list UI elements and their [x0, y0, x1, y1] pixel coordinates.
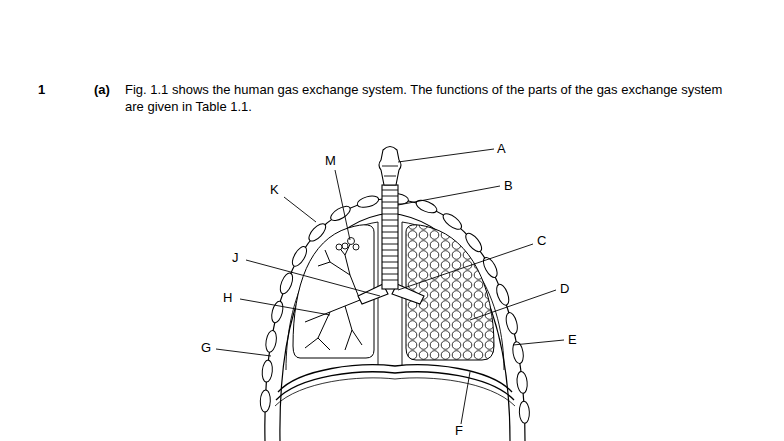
trachea-ring [382, 250, 398, 251]
rib [519, 401, 530, 423]
callout-letter: A [497, 140, 506, 157]
callout-letter: G [201, 339, 211, 356]
callout-letter: M [325, 152, 336, 169]
bronchioles [305, 240, 362, 350]
trachea-ring [382, 274, 398, 275]
rib [356, 194, 380, 209]
trachea-rings [382, 190, 398, 280]
callout-letter: J [232, 249, 239, 266]
trachea-ring [382, 268, 398, 269]
question-text: Fig. 1.1 shows the human gas exchange sy… [125, 81, 725, 115]
callout-letter: F [455, 422, 463, 439]
trachea-ring [382, 208, 398, 209]
rib [264, 330, 277, 353]
callout-letter: H [223, 289, 232, 306]
trachea-ring [382, 190, 398, 191]
trachea-ring [382, 232, 398, 233]
trachea-ring [382, 280, 398, 281]
trachea-ring [382, 202, 398, 203]
callout-letter: D [560, 280, 569, 297]
larynx [382, 166, 398, 176]
trachea-ring [382, 196, 398, 197]
alveoli-cluster [336, 238, 359, 251]
rib [260, 390, 271, 412]
larynx [379, 147, 401, 186]
rib [306, 221, 328, 244]
trachea-ring [382, 238, 398, 239]
trachea-ring [382, 262, 398, 263]
rib [463, 231, 485, 254]
callout-letter: E [568, 331, 577, 348]
trachea-ring [382, 256, 398, 257]
rib [328, 203, 352, 223]
trachea [382, 185, 398, 289]
diaphragm [275, 378, 515, 406]
callout-letter: K [270, 181, 279, 198]
rib [441, 211, 465, 232]
leader-lines [216, 149, 564, 424]
callout-letter: B [504, 177, 513, 194]
rib [504, 311, 519, 335]
trachea-ring [382, 244, 398, 245]
rib [261, 360, 273, 383]
trachea-ring [382, 226, 398, 227]
callout-letter: C [537, 232, 546, 249]
trachea-ring [382, 214, 398, 215]
lung-alveoli [406, 225, 494, 360]
question-number: 1 [38, 81, 45, 98]
diaphragm [278, 365, 512, 392]
trachea-ring [382, 220, 398, 221]
rib [516, 371, 528, 394]
part-letter: (a) [94, 81, 110, 98]
rib [494, 283, 511, 307]
rib [290, 244, 310, 268]
rib [270, 300, 285, 324]
rib [278, 271, 295, 295]
rib [414, 198, 438, 216]
